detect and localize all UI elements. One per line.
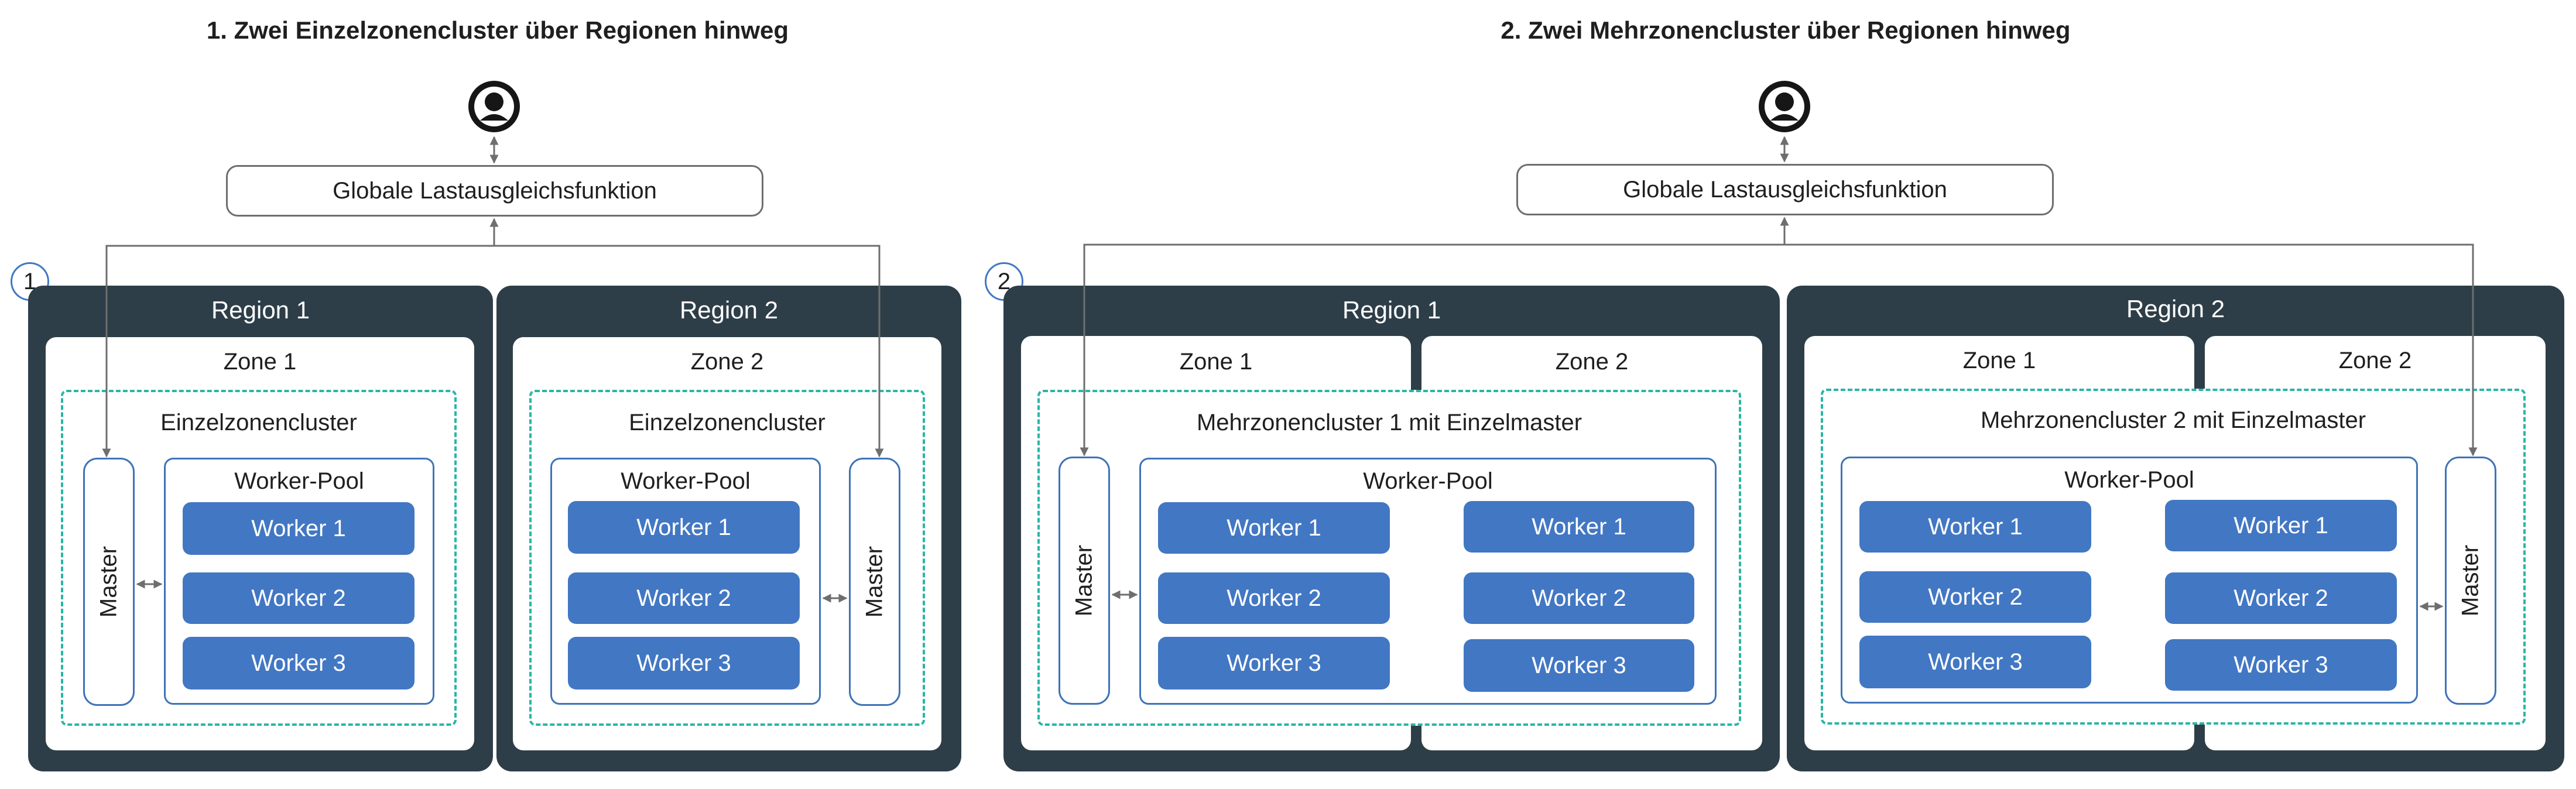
worker-node: Worker 2 [183,572,415,624]
worker-node: Worker 1 [2165,500,2397,551]
diagram2-title: 2. Zwei Mehrzonencluster über Regionen h… [1501,16,2071,44]
zone-label: Zone 1 [1179,349,1253,375]
worker-node: Worker 2 [568,572,800,624]
worker-node: Worker 2 [1464,572,1694,624]
region-label: Region 2 [679,296,779,324]
worker-node: Worker 3 [1464,639,1694,692]
user-icon [467,80,521,133]
diagram1-title: 1. Zwei Einzelzonencluster über Regionen… [206,16,789,44]
global-load-balancer: Globale Lastausgleichsfunktion [1516,164,2054,215]
master-node: Master [1059,457,1110,705]
worker-node: Worker 3 [183,637,415,689]
region-label: Region 1 [211,296,310,324]
worker-node: Worker 3 [1158,637,1390,689]
cluster-label: Mehrzonencluster 1 mit Einzelmaster [1196,410,1582,435]
master-node: Master [849,458,900,706]
zone-label: Zone 2 [2338,348,2412,373]
worker-node: Worker 3 [1859,636,2091,688]
single-zone-cluster [529,390,925,726]
cluster-label: Einzelzonencluster [160,410,357,435]
worker-node: Worker 3 [568,637,800,689]
zone-label: Zone 2 [690,349,764,375]
worker-node: Worker 1 [1464,501,1694,553]
worker-node: Worker 2 [1158,572,1390,624]
master-node: Master [83,458,135,706]
worker-pool-label: Worker-Pool [2064,467,2194,493]
master-node: Master [2445,457,2496,705]
worker-pool-label: Worker-Pool [234,468,364,494]
zone-label: Zone 2 [1555,349,1629,375]
worker-node: Worker 3 [2165,639,2397,691]
user-icon [1758,80,1811,133]
worker-node: Worker 1 [568,501,800,554]
region-label: Region 1 [1342,296,1441,324]
region-label: Region 2 [2126,295,2225,323]
worker-node: Worker 1 [183,502,415,555]
worker-pool-label: Worker-Pool [1363,468,1493,494]
cluster-label: Mehrzonencluster 2 mit Einzelmaster [1980,407,2366,433]
worker-node: Worker 2 [2165,572,2397,624]
cluster-label: Einzelzonencluster [629,410,825,435]
zone-label: Zone 1 [1962,348,2036,373]
worker-node: Worker 2 [1859,571,2091,623]
zone-label: Zone 1 [223,349,297,375]
worker-pool-label: Worker-Pool [621,468,751,494]
worker-node: Worker 1 [1158,502,1390,554]
single-zone-cluster [61,390,457,726]
worker-node: Worker 1 [1859,501,2091,553]
global-load-balancer: Globale Lastausgleichsfunktion [226,165,763,217]
